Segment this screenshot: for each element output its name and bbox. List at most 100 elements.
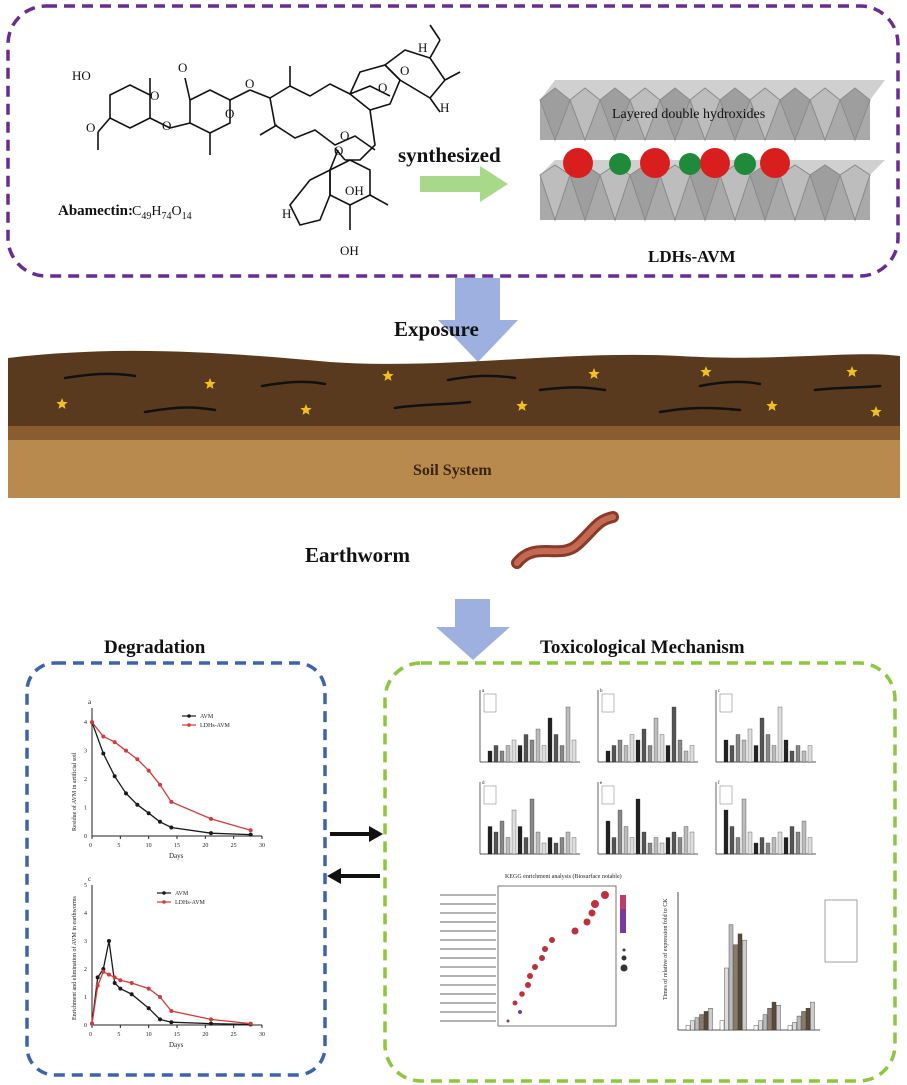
data-point <box>158 995 162 999</box>
qpcr-bar <box>762 1014 768 1031</box>
mini-bar <box>771 837 777 855</box>
kegg-dot <box>527 973 533 979</box>
atom-label: OH <box>345 183 364 198</box>
mini-bar <box>683 750 689 763</box>
series-line <box>91 721 251 831</box>
qpcr-bar <box>728 924 734 1031</box>
mini-bar <box>747 728 753 763</box>
data-point <box>169 825 174 830</box>
legend-marker <box>162 900 166 904</box>
earthworm-label: Earthworm <box>305 543 410 567</box>
data-point <box>124 748 128 753</box>
mini-bar <box>683 826 689 855</box>
mini-bar <box>565 706 571 763</box>
qpcr-y-label: Times of relative of expression fold to … <box>662 898 669 1000</box>
kegg-dot-plot: KEGG enrichment analysis (Biosurface not… <box>440 873 628 1027</box>
panel-letter: d <box>482 781 485 786</box>
mini-bar <box>741 798 747 855</box>
kegg-dot <box>512 1000 518 1006</box>
mini-bar <box>789 750 795 763</box>
mini-bar <box>771 745 777 763</box>
data-point <box>158 782 162 787</box>
star-icon <box>870 406 882 417</box>
atom-label: H <box>418 40 427 55</box>
x-tick-label: 20 <box>202 1032 208 1038</box>
mini-bar <box>753 842 759 855</box>
star-icon <box>204 378 216 389</box>
mini-bar <box>671 831 677 855</box>
mini-bar <box>801 820 807 855</box>
kegg-dot <box>518 1010 522 1014</box>
mini-bar <box>629 837 635 855</box>
y-axis-label: Enrichment and elimination of AVM in ear… <box>71 895 78 1020</box>
mini-bar <box>741 739 747 763</box>
star-icon <box>846 366 858 377</box>
data-point <box>146 1006 151 1011</box>
data-point <box>135 802 140 807</box>
star-icon <box>588 368 600 379</box>
mini-bar <box>505 837 511 855</box>
x-axis-label: Days <box>169 1041 184 1049</box>
data-point <box>169 1009 174 1013</box>
star-icon <box>382 370 394 381</box>
atom-label: O <box>150 88 159 103</box>
qpcr-bar <box>792 1022 797 1031</box>
data-point <box>169 799 174 804</box>
atom-label: O <box>400 63 409 78</box>
mini-bar <box>801 750 807 763</box>
mini-bar <box>499 750 505 763</box>
data-point <box>146 768 151 773</box>
mini-bar <box>493 831 499 855</box>
mini-bar <box>783 837 789 855</box>
synthesized-arrow <box>420 166 508 202</box>
data-point <box>129 992 134 997</box>
qpcr-legend <box>824 899 858 963</box>
toxicology-frame <box>383 661 897 1083</box>
qpcr-bar <box>742 939 747 1031</box>
mini-bar <box>511 809 517 855</box>
legend-marker <box>187 723 191 727</box>
atom-label: O <box>334 143 343 158</box>
mini-bar <box>541 745 547 763</box>
mini-bar <box>553 842 559 855</box>
mini-bar <box>677 837 683 855</box>
qpcr-bar <box>737 933 743 1031</box>
exposure-arrow <box>438 278 518 362</box>
mini-bar <box>653 837 659 855</box>
mini-bar <box>641 831 647 855</box>
data-point <box>112 981 117 985</box>
y-tick-label: 3 <box>84 939 87 945</box>
mini-bar <box>759 837 765 855</box>
star-icon <box>516 400 528 411</box>
mini-bar <box>635 739 641 763</box>
ldh-octahedron <box>839 87 871 142</box>
mini-bar <box>611 837 617 855</box>
mini-bar <box>493 745 499 763</box>
mini-bar <box>623 826 629 855</box>
panel-letter: b <box>600 689 603 694</box>
mini-bar <box>789 826 795 855</box>
data-point <box>101 967 106 971</box>
data-point <box>101 734 106 739</box>
kegg-dot <box>532 964 538 970</box>
data-point <box>101 969 106 974</box>
qpcr-bar <box>810 1001 815 1031</box>
mini-bar <box>777 706 783 763</box>
mini-bar <box>747 831 753 855</box>
mini-bar <box>571 739 577 763</box>
atom-label: O <box>162 118 171 133</box>
mini-bar <box>505 745 511 763</box>
soil-label: Soil System <box>413 462 492 479</box>
data-point <box>146 986 151 991</box>
atom-label: H <box>440 100 449 115</box>
data-point <box>95 983 100 988</box>
data-point <box>95 975 100 980</box>
x-tick-label: 0 <box>89 1032 92 1038</box>
y-tick-label: 4 <box>84 911 87 917</box>
mini-bar <box>735 734 741 763</box>
qpcr-bar <box>805 1008 811 1031</box>
data-point <box>118 986 123 991</box>
